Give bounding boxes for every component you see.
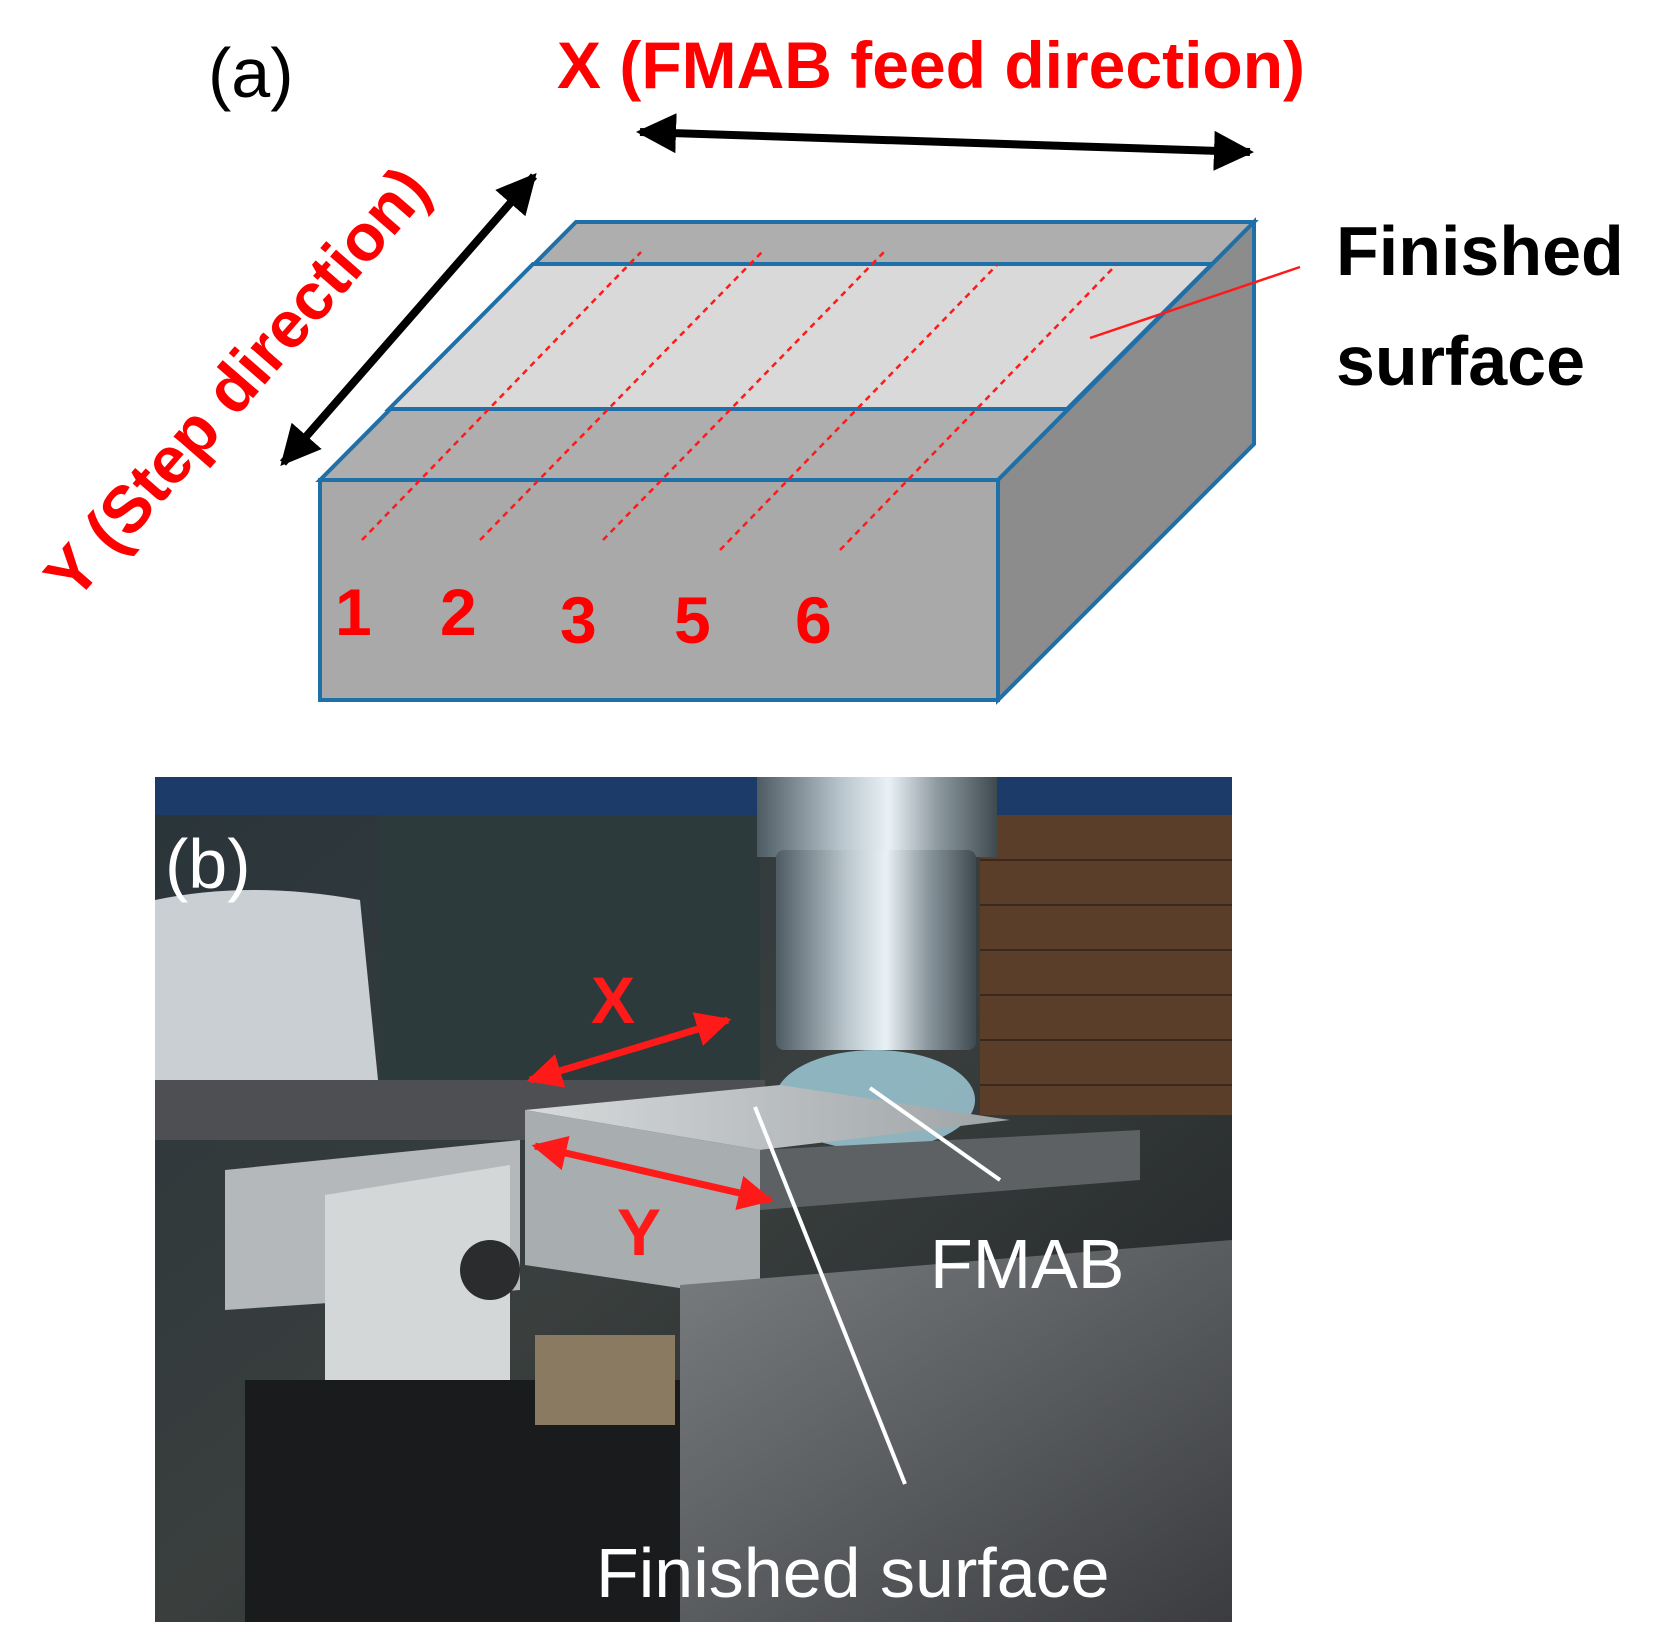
finished-surface-callout-line1: Finished — [1336, 212, 1624, 290]
vice-bolt — [460, 1240, 520, 1300]
panel-a-label: (a) — [208, 34, 294, 112]
track-line-3 — [602, 251, 885, 541]
track-number-1: 1 — [335, 575, 372, 649]
track-lines — [361, 251, 1117, 551]
spindle-body — [776, 850, 976, 1050]
rail-right — [760, 1130, 1140, 1210]
x-axis-label: X (FMAB feed direction) — [557, 28, 1305, 102]
machine-top-bar — [155, 777, 1232, 815]
workpiece-top — [525, 1085, 1010, 1150]
photo-y-arrow — [531, 1135, 774, 1211]
vice-jaw-front — [325, 1165, 510, 1415]
y-direction-arrow — [279, 172, 538, 467]
photo-y-label: Y — [617, 1195, 661, 1269]
photo-x-label: X — [591, 963, 635, 1037]
machine-dark-panel — [380, 815, 760, 1095]
workpiece-block — [315, 217, 1259, 705]
finished-surface-callout-line2: surface — [1336, 322, 1585, 400]
fmab-label: FMAB — [930, 1225, 1124, 1303]
panel-b-annotations: (b) X Y FMAB Finished surface — [165, 825, 1124, 1612]
panel-a: (a) X (FMAB feed direction) Y (Step dire… — [30, 28, 1624, 705]
finished-surface-photo-leader — [753, 1106, 907, 1485]
machine-body-left — [155, 890, 380, 1120]
photo-x-arrow — [526, 1012, 732, 1088]
track-line-6 — [839, 264, 1117, 551]
brick-wall — [980, 815, 1232, 1115]
block-front-face — [318, 478, 1000, 702]
spindle-top — [757, 777, 997, 857]
track-number-3: 3 — [560, 583, 597, 657]
fmab-leader — [868, 1086, 1002, 1182]
track-line-1 — [361, 251, 642, 541]
track-number-5: 5 — [674, 583, 711, 657]
track-line-5 — [719, 264, 998, 551]
vice-plate-right — [680, 1240, 1232, 1622]
track-line-2 — [479, 251, 763, 541]
block-side-face — [996, 217, 1256, 705]
track-number-2: 2 — [440, 575, 477, 649]
panel-b-photo — [155, 777, 1232, 1622]
track-numbers: 1 2 3 5 6 — [335, 575, 832, 657]
brick-lines — [980, 859, 1232, 1086]
x-direction-arrow — [636, 113, 1254, 171]
finished-surface-photo-label: Finished surface — [596, 1534, 1110, 1612]
panel-b-label: (b) — [165, 825, 251, 903]
finished-surface-leader — [1089, 265, 1301, 340]
track-number-6: 6 — [795, 583, 832, 657]
small-block — [535, 1335, 675, 1425]
